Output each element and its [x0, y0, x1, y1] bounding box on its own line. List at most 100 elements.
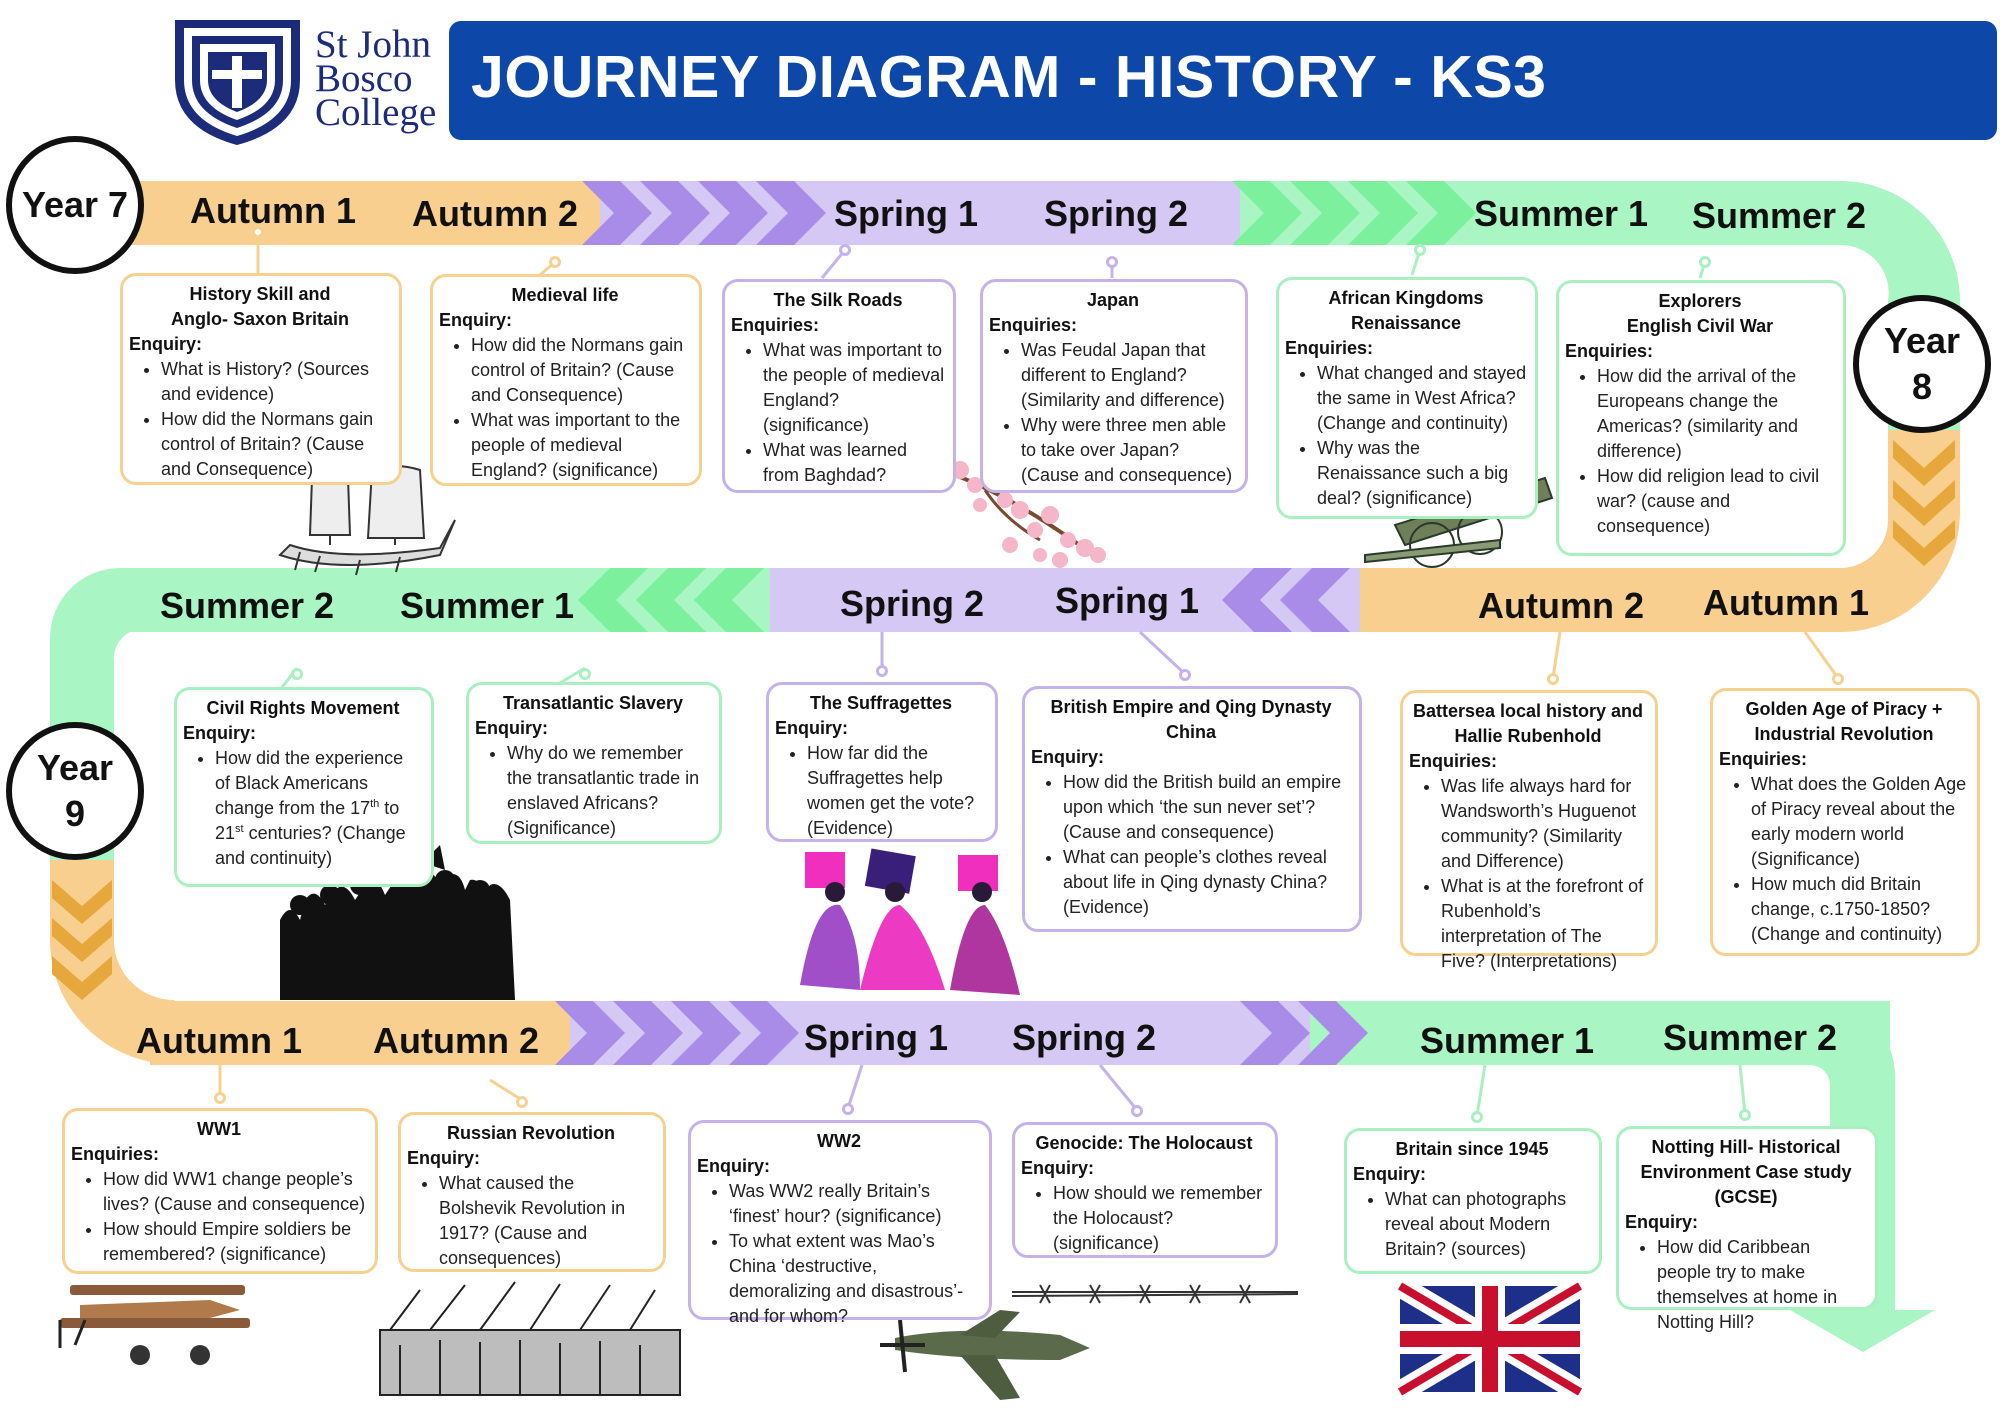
enquiry-item: Why do we remember the transatlantic tra…: [507, 741, 711, 841]
enquiry-list: Was Feudal Japan that different to Engla…: [989, 338, 1237, 488]
left-down-chevrons: [52, 880, 112, 1000]
card-title: British Empire and Qing Dynasty China: [1031, 695, 1351, 745]
enquiry-list: How did Caribbean people try to make the…: [1625, 1235, 1867, 1335]
enquiry-item: How did the British build an empire upon…: [1063, 770, 1351, 845]
topic-card: Medieval life Enquiry: How did the Norma…: [430, 274, 702, 486]
enquiry-item: How did the arrival of the Europeans cha…: [1597, 364, 1835, 464]
row2-autumn-band: [1360, 568, 1840, 632]
enquiry-item: How did the experience of Black American…: [215, 746, 423, 871]
enquiry-list: Was WW2 really Britain’s ‘finest’ hour? …: [697, 1179, 981, 1329]
card-title: African Kingdoms Renaissance: [1285, 286, 1527, 336]
enquiry-label: Enquiry:: [475, 718, 549, 738]
term-label: Spring 1: [1055, 580, 1200, 621]
enquiry-item: What can photographs reveal about Modern…: [1385, 1187, 1591, 1262]
enquiry-item: What was important to the people of medi…: [763, 338, 945, 438]
connector-pin: [516, 1096, 528, 1108]
enquiry-item: What is at the forefront of Rubenhold’s …: [1441, 874, 1647, 974]
row2-green-chevrons: [578, 568, 764, 632]
connector-pin: [252, 226, 264, 238]
term-label: Summer 1: [1420, 1020, 1595, 1061]
connector: [1803, 631, 1840, 679]
enquiry-item: How much did Britain change, c.1750-1850…: [1751, 872, 1969, 947]
connector: [1551, 631, 1562, 679]
enquiry-label: Enquiries:: [989, 315, 1078, 335]
card-title: Transatlantic Slavery: [502, 693, 684, 713]
ordinal-suffix: th: [370, 798, 380, 810]
connector-pin: [1414, 244, 1426, 256]
topic-card: Battersea local history and Hallie Ruben…: [1400, 690, 1658, 971]
term-label: Autumn 2: [1478, 585, 1644, 626]
enquiry-list: Why do we remember the transatlantic tra…: [475, 741, 711, 841]
card-title-line: China: [1165, 722, 1216, 742]
school-name: St John Bosco College: [315, 23, 436, 132]
enquiry-item: Was life always hard for Wandsworth’s Hu…: [1441, 774, 1647, 874]
year-7-label: Year 7: [21, 184, 129, 225]
row1-autumn-band: [80, 181, 600, 245]
page-title: JOURNEY DIAGRAM - HISTORY - KS3: [471, 44, 1547, 110]
card-title: Notting Hill- Historical Environment Cas…: [1625, 1135, 1867, 1210]
title-banner: JOURNEY DIAGRAM - HISTORY - KS3: [449, 21, 1997, 140]
enquiry-item: How should we remember the Holocaust? (s…: [1053, 1181, 1267, 1256]
row3-purple-chevrons: [555, 1001, 799, 1065]
school-name-line: St John: [315, 23, 431, 66]
card-title: The Silk Roads: [773, 290, 903, 310]
enquiry-list: How should we remember the Holocaust? (s…: [1021, 1181, 1267, 1256]
enquiry-text: to 21: [215, 798, 400, 843]
card-title-line: Environment Case study: [1640, 1162, 1852, 1182]
connector-pin: [291, 668, 303, 680]
connector-pin: [1106, 256, 1118, 268]
enquiry-label: Enquiries:: [731, 315, 820, 335]
enquiry-list: Was life always hard for Wandsworth’s Hu…: [1409, 774, 1647, 974]
connector: [1475, 1064, 1487, 1117]
enquiry-label: Enquiry:: [1031, 747, 1105, 767]
card-title-line: Explorers: [1658, 291, 1742, 311]
school-name-line: Bosco: [315, 57, 413, 100]
topic-card: The Suffragettes Enquiry: How far did th…: [766, 682, 998, 842]
enquiry-label: Enquiry:: [775, 718, 849, 738]
connector-pin: [1131, 1105, 1143, 1117]
enquiry-label: Enquiries:: [71, 1144, 160, 1164]
topic-card: The Silk Roads Enquiries: What was impor…: [722, 279, 956, 493]
row2-purple-chevrons: [1222, 568, 1350, 632]
enquiry-label: Enquiry:: [1021, 1158, 1095, 1178]
enquiry-list: What does the Golden Age of Piracy revea…: [1719, 772, 1969, 947]
card-title-line: History Skill and: [189, 284, 331, 304]
year-9-number: 9: [64, 793, 85, 834]
card-title-line: Industrial Revolution: [1754, 724, 1934, 744]
enquiry-item: How did religion lead to civil war? (cau…: [1597, 464, 1835, 539]
card-title: History Skill and Anglo- Saxon Britain: [129, 282, 391, 332]
year-8-badge: Year 8: [1853, 295, 1991, 433]
enquiry-label: Enquiry:: [439, 310, 513, 330]
enquiry-list: How far did the Suffragettes help women …: [775, 741, 987, 841]
card-title: Golden Age of Piracy + Industrial Revolu…: [1719, 697, 1969, 747]
card-title-line: Battersea local history and: [1412, 701, 1644, 721]
spitfire-icon: [880, 1310, 1090, 1400]
card-title: Russian Revolution: [446, 1123, 616, 1143]
connector-pin: [579, 668, 591, 680]
row3-green-chevrons: [1240, 1001, 1368, 1065]
card-title: Japan: [1086, 290, 1140, 310]
connector: [1738, 1064, 1747, 1115]
enquiry-item: How did the Normans gain control of Brit…: [161, 407, 391, 482]
connector-pin: [842, 1103, 854, 1115]
barbed-wire-icon: [1011, 1284, 1299, 1304]
enquiry-list: What is History? (Sources and evidence) …: [129, 357, 391, 482]
card-title: Genocide: The Holocaust: [1035, 1133, 1253, 1153]
term-label: Autumn 1: [190, 190, 356, 231]
enquiry-list: How did the experience of Black American…: [183, 746, 423, 871]
connector-pin: [839, 244, 851, 256]
card-title: WW1: [197, 1119, 241, 1139]
topic-card: African Kingdoms Renaissance Enquiries: …: [1276, 277, 1538, 519]
connector-pin: [214, 1092, 226, 1104]
card-title: The Suffragettes: [809, 693, 953, 713]
topic-card: Russian Revolution Enquiry: What caused …: [398, 1112, 666, 1272]
enquiry-item: How did the Normans gain control of Brit…: [471, 333, 691, 408]
enquiry-label: Enquiries:: [1565, 341, 1654, 361]
year-8-label: Year: [1883, 320, 1961, 361]
cherry-blossom-icon: [951, 461, 1106, 568]
card-title: Civil Rights Movement: [206, 698, 400, 718]
connector-pin: [1832, 673, 1844, 685]
enquiry-item: How far did the Suffragettes help women …: [807, 741, 987, 841]
term-label: Autumn 2: [412, 193, 578, 234]
connector-pin: [1739, 1109, 1751, 1121]
